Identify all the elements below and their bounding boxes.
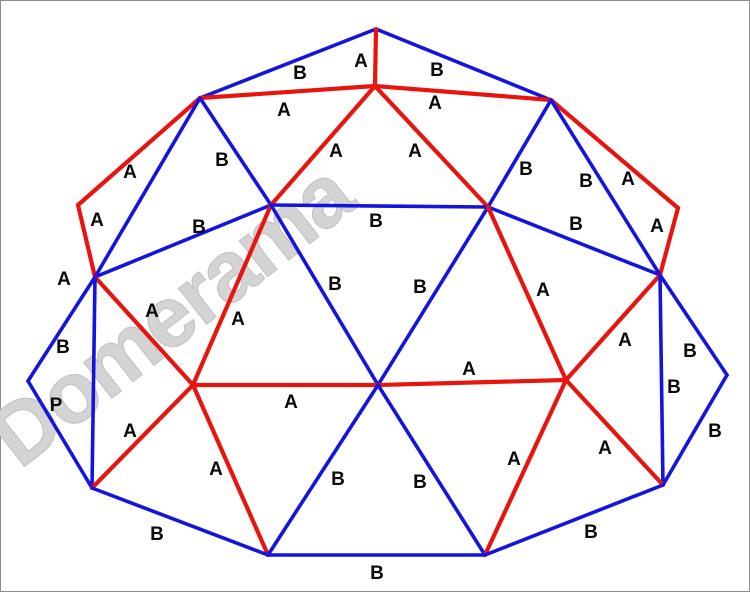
strut-edge-a-23 [92, 274, 196, 388]
strut-label-a: A [598, 438, 612, 459]
strut-label-a: A [123, 421, 137, 442]
strut-edge-a-18 [190, 202, 274, 388]
strut-label-b: B [584, 522, 598, 543]
strut-label-a: A [650, 216, 664, 237]
strut-label-a: A [209, 459, 223, 480]
strut-edge-b-26 [90, 275, 97, 490]
strut-label-b: B [293, 63, 307, 84]
strut-edge-b-35 [376, 383, 487, 557]
strut-edge-b-15 [93, 203, 273, 279]
strut-label-a: A [462, 359, 476, 380]
strut-label-a: A [57, 269, 71, 290]
strut-label-a: A [329, 141, 343, 162]
strut-label-b: B [150, 524, 164, 545]
strut-label-b: B [56, 337, 70, 358]
strut-label-a: A [618, 330, 632, 351]
strut-edge-b-27 [658, 273, 665, 487]
strut-label-a: A [621, 169, 635, 190]
domerama-watermark: Domerama [0, 143, 372, 486]
strut-label-b: B [413, 277, 427, 298]
strut-edge-a-21 [485, 204, 569, 383]
strut-edges-group [26, 26, 729, 558]
strut-label-b: B [369, 211, 383, 232]
strut-label-a: A [507, 449, 521, 470]
strut-label-a: A [231, 309, 245, 330]
strut-edge-a-31 [375, 377, 569, 388]
strut-label-a: A [536, 280, 550, 301]
strut-edge-b-1 [374, 27, 553, 102]
strut-label-b: B [328, 274, 342, 295]
strut-edge-a-10 [75, 202, 98, 280]
strut-label-a: A [90, 210, 104, 231]
strut-edge-a-12 [548, 97, 681, 211]
strut-edge-b-11 [93, 96, 202, 279]
strut-label-b: B [708, 421, 722, 442]
strut-edge-b-29 [661, 373, 729, 487]
strut-label-b: B [370, 563, 384, 584]
strut-edge-b-6 [486, 98, 553, 209]
strut-label-b: B [413, 472, 427, 493]
strut-edge-b-20 [376, 205, 490, 387]
strut-label-a: A [277, 100, 291, 121]
strut-label-a: A [354, 51, 368, 72]
strut-edge-a-33 [190, 382, 271, 558]
strut-label-a: A [408, 141, 422, 162]
strut-label-a: A [284, 392, 298, 413]
strut-edge-b-0 [198, 27, 378, 100]
strut-label-b: B [430, 60, 444, 81]
strut-edge-a-13 [657, 205, 681, 278]
strut-edge-b-16 [486, 205, 662, 277]
strut-label-a: A [145, 301, 159, 322]
strut-edge-a-37 [563, 377, 666, 488]
strut-edge-b-14 [549, 98, 662, 277]
strut-label-b: B [331, 469, 345, 490]
strut-edge-a-32 [89, 382, 196, 491]
strut-label-b: B [683, 341, 697, 362]
strut-label-a: A [428, 93, 442, 114]
strut-edge-b-38 [90, 486, 270, 557]
strut-edge-a-9 [75, 95, 203, 208]
strut-label-b: B [519, 159, 533, 180]
strut-edge-b-17 [269, 203, 490, 209]
strut-label-a: A [123, 162, 137, 183]
strut-label-b: B [579, 171, 593, 192]
strut-edge-b-28 [26, 379, 94, 490]
strut-label-b: B [667, 377, 681, 398]
strut-edge-a-2 [372, 26, 379, 89]
strut-edge-b-22 [26, 275, 97, 383]
strut-label-b: B [192, 217, 206, 238]
watermark-label: Domerama [0, 144, 372, 485]
strut-edge-b-24 [658, 273, 729, 377]
strut-edge-b-5 [198, 96, 273, 207]
strut-edge-a-8 [372, 83, 491, 210]
strut-edge-a-4 [372, 83, 554, 103]
strut-edge-a-3 [197, 83, 378, 101]
strut-edge-b-19 [269, 203, 380, 387]
strut-edge-b-34 [266, 383, 380, 557]
strut-label-p: P [50, 395, 63, 416]
strut-label-b: B [215, 150, 229, 171]
strut-edge-b-40 [483, 483, 665, 557]
strut-edge-a-36 [482, 377, 569, 558]
strut-edge-a-7 [268, 83, 378, 208]
strut-label-b: B [569, 214, 583, 235]
strut-edge-a-25 [563, 272, 663, 383]
